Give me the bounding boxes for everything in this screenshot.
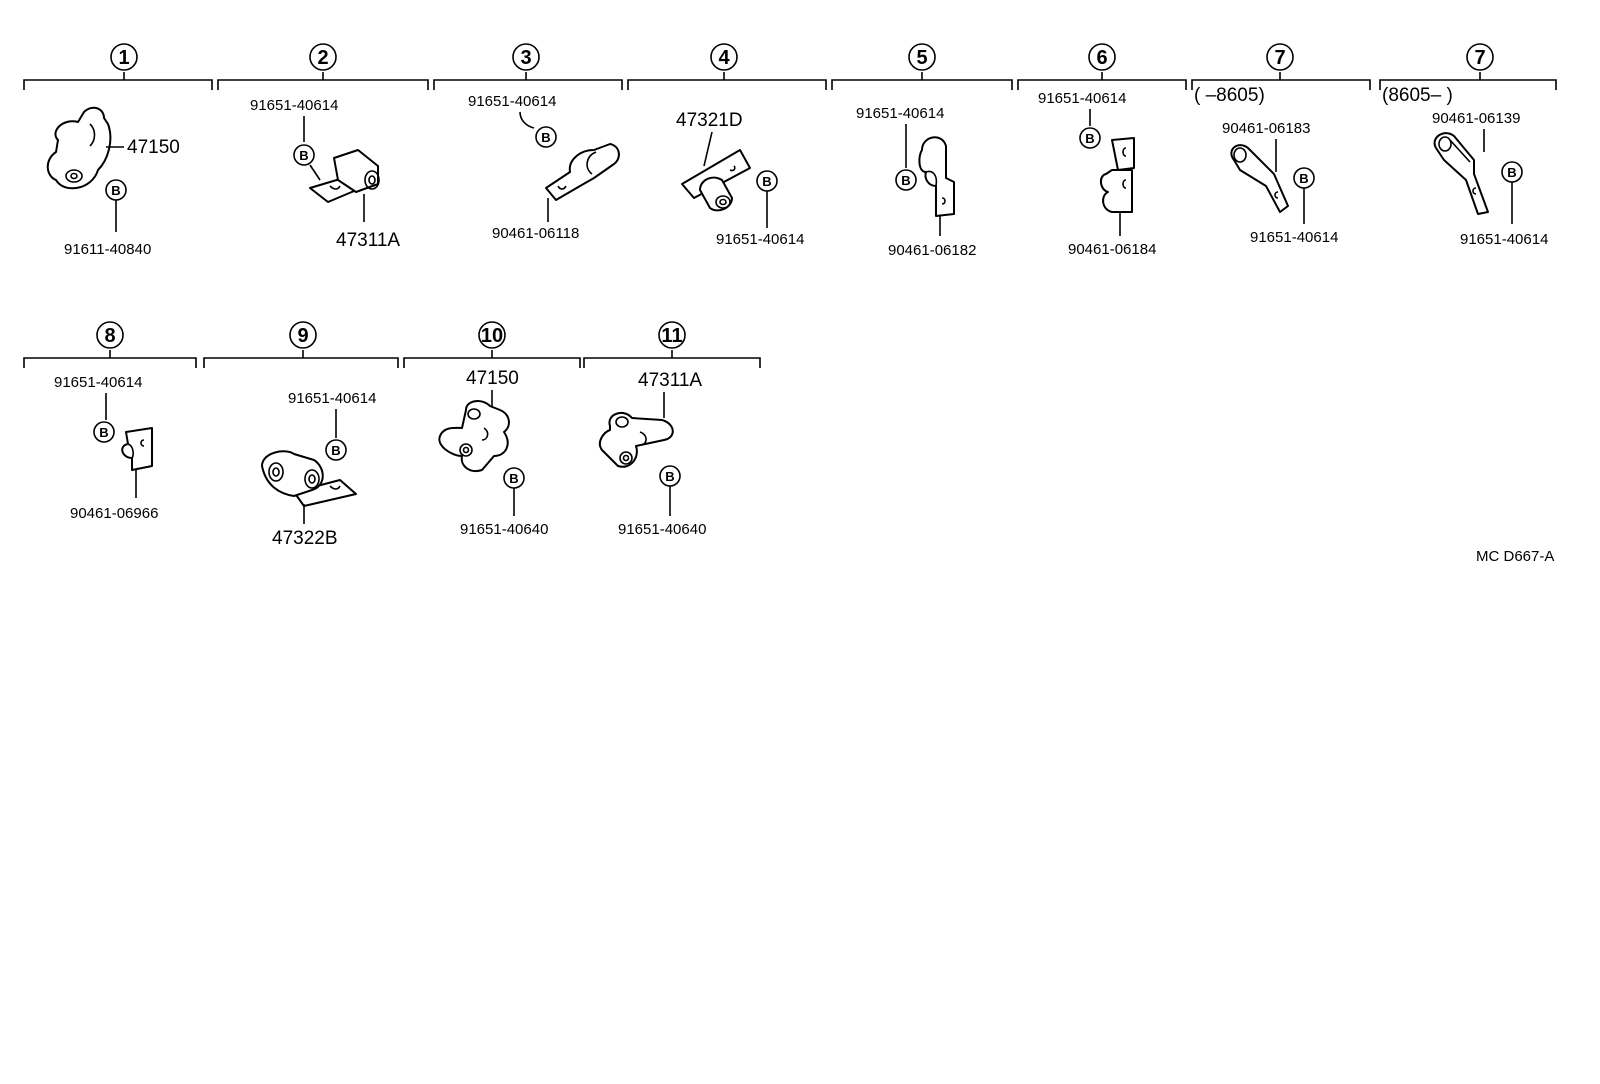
clamp-47322b-icon (261, 450, 357, 507)
group-6-index-circle (1088, 43, 1116, 71)
group-8-part-90461-06966: 90461-06966 (70, 505, 158, 522)
clamp-47150-icon (46, 106, 112, 190)
bolt-b-badge (1079, 127, 1101, 149)
group-7a-date-range: ( –8605) (1194, 85, 1265, 106)
group-11: 11 47311A B 91651-40640 (598, 321, 706, 538)
group-9-part-91651-40614: 91651-40614 (288, 390, 376, 407)
clamp-90461-06139-icon (1433, 132, 1489, 215)
group-9-part-47322b: 47322B (272, 528, 338, 549)
bolt-b-label: B (509, 471, 518, 486)
group-7b-part-90461-06139: 90461-06139 (1432, 110, 1520, 127)
bolt-b-badge (325, 439, 347, 461)
group-7b-index-circle (1466, 43, 1494, 71)
group-11-index: 11 (661, 325, 682, 347)
group-4-index: 4 (718, 47, 730, 69)
group-7-before-8605: 7 ( –8605) 90461-06183 B 91651-40614 (1194, 43, 1338, 246)
group-10: 10 47150 B 91651-40640 (438, 321, 548, 538)
clamp-47150-icon (438, 400, 510, 472)
group-7a-part-91651-40614: 91651-40614 (1250, 229, 1338, 246)
bolt-b-label: B (901, 173, 910, 188)
group-11-part-47311a: 47311A (638, 370, 702, 391)
bolt-b-badge (93, 421, 115, 443)
bolt-b-label: B (111, 183, 120, 198)
group-3-part-91651-40614: 91651-40614 (468, 93, 556, 110)
group-4: 4 47321D B 91651-40614 (676, 43, 804, 248)
group-7a-index: 7 (1274, 47, 1285, 69)
group-7-from-8605: 7 (8605– ) 90461-06139 B 91651-40614 (1382, 43, 1548, 248)
group-6: 6 91651-40614 B 90461-06184 (1038, 43, 1156, 258)
bolt-b-badge (895, 169, 917, 191)
row-2-brackets (23, 350, 761, 368)
bolt-b-label: B (762, 174, 771, 189)
group-4-index-circle (710, 43, 738, 71)
group-5: 5 91651-40614 B 90461-06182 (856, 43, 976, 259)
group-1-index-circle (110, 43, 138, 71)
sheet-code: MC D667-A (1476, 548, 1554, 565)
group-9: 9 91651-40614 B 47322B (261, 321, 376, 549)
group-8-index: 8 (104, 325, 115, 347)
group-1-part-47150: 47150 (127, 137, 180, 158)
group-7b-part-91651-40614: 91651-40614 (1460, 231, 1548, 248)
clamp-90461-06183-icon (1230, 144, 1289, 213)
group-3: 3 91651-40614 B 90461-06118 (468, 43, 620, 242)
group-8: 8 91651-40614 B 90461-06966 (54, 321, 158, 522)
clamp-90461-06966-icon (121, 427, 153, 471)
group-10-index: 10 (481, 325, 503, 347)
group-2-index: 2 (317, 47, 328, 69)
group-3-part-90461-06118: 90461-06118 (492, 225, 579, 242)
clamp-90461-06182-icon (918, 136, 955, 217)
group-5-index-circle (908, 43, 936, 71)
group-1: 1 47150 B 91611-40840 (46, 43, 180, 258)
group-7a-part-90461-06183: 90461-06183 (1222, 120, 1310, 137)
bolt-b-label: B (1299, 171, 1308, 186)
group-6-part-90461-06184: 90461-06184 (1068, 241, 1156, 258)
group-7b-date-range: (8605– ) (1382, 85, 1453, 106)
clamp-90461-06118-icon (545, 143, 620, 201)
group-2-index-circle (309, 43, 337, 71)
group-6-index: 6 (1096, 47, 1107, 69)
group-2: 2 91651-40614 B 47311A (250, 43, 400, 251)
group-1-index: 1 (118, 47, 129, 69)
bolt-b-label: B (99, 425, 108, 440)
group-7b-index: 7 (1474, 47, 1485, 69)
group-5-part-91651-40614: 91651-40614 (856, 105, 944, 122)
bolt-b-badge (293, 144, 315, 166)
group-3-index-circle (512, 43, 540, 71)
bolt-b-label: B (299, 148, 308, 163)
bolt-b-label: B (331, 443, 340, 458)
group-10-index-circle (478, 321, 506, 349)
clamp-47321d-icon (681, 149, 751, 212)
group-9-index-circle (289, 321, 317, 349)
group-3-index: 3 (520, 47, 531, 69)
clamp-47311a-icon (598, 411, 674, 468)
group-11-part-91651-40640: 91651-40640 (618, 521, 706, 538)
group-8-index-circle (96, 321, 124, 349)
bolt-b-label: B (541, 130, 550, 145)
group-10-part-47150: 47150 (466, 368, 519, 389)
group-5-part-90461-06182: 90461-06182 (888, 242, 976, 259)
bolt-b-label: B (1085, 131, 1094, 146)
group-5-index: 5 (916, 47, 927, 69)
bolt-b-label: B (1507, 165, 1516, 180)
clamp-90461-06184-icon (1100, 137, 1135, 213)
clamp-47311a-icon (309, 149, 380, 203)
bolt-b-label: B (665, 469, 674, 484)
group-2-part-91651-40614: 91651-40614 (250, 97, 338, 114)
group-6-part-91651-40614: 91651-40614 (1038, 90, 1126, 107)
group-2-part-47311a: 47311A (336, 230, 400, 251)
group-7a-index-circle (1266, 43, 1294, 71)
group-9-index: 9 (297, 325, 308, 347)
group-1-part-91611-40840: 91611-40840 (64, 241, 151, 258)
group-8-part-91651-40614: 91651-40614 (54, 374, 142, 391)
group-10-part-91651-40640: 91651-40640 (460, 521, 548, 538)
group-4-part-91651-40614: 91651-40614 (716, 231, 804, 248)
group-11-index-circle (658, 321, 686, 349)
group-4-part-47321d: 47321D (676, 110, 743, 131)
row-1-brackets (23, 72, 1557, 90)
bolt-b-badge (535, 126, 557, 148)
